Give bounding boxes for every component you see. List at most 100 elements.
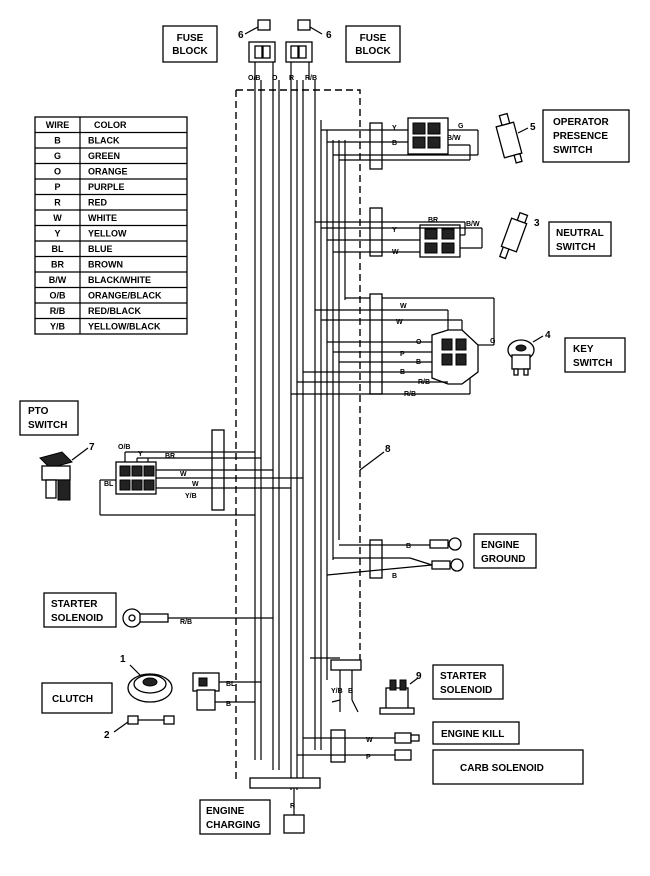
callout-fuse-right: 6 — [326, 30, 332, 41]
key-label-line1: KEY — [573, 344, 594, 355]
wire-tag-ops-g: G — [458, 123, 464, 130]
fuse-block-right-box — [345, 25, 401, 63]
neutral-label-line1: NEUTRAL — [556, 228, 604, 239]
color-table-cell-color: RED — [88, 198, 108, 208]
color-table-cell-wire: W — [53, 213, 62, 223]
engine-kill-label: ENGINE KILL — [441, 729, 504, 740]
engine-charging-box — [199, 799, 271, 835]
operator-presence-switch-box — [542, 109, 630, 163]
pto-label-line1: PTO — [28, 406, 49, 417]
starter-left-line2: SOLENOID — [51, 613, 103, 624]
fuse-block-left-box — [162, 25, 218, 63]
color-table-cell-wire: O — [54, 167, 61, 177]
color-table-cell-wire: G — [54, 151, 61, 161]
pto-switch-component — [39, 447, 89, 501]
wire-tag-pto-br: BR — [165, 453, 175, 460]
wire-tag-pto-ob: O/B — [118, 444, 130, 451]
wire-tag-key-o: O — [416, 339, 422, 346]
wire-tag-gnd-b1: B — [406, 543, 411, 550]
wire-tag-sol-b: B — [348, 688, 353, 695]
ops-label-line1: OPERATOR — [553, 117, 610, 128]
wire-tag-fuse-o: O — [272, 75, 278, 82]
callout-clutch: 1 — [120, 654, 126, 665]
engine-charging-line2: CHARGING — [206, 820, 261, 831]
key-switch-box — [564, 337, 626, 373]
wire-tag-ops-b: B — [392, 140, 397, 147]
bottom-harness-connector — [249, 777, 321, 789]
wire-tag-clutch-b: B — [226, 701, 231, 708]
wire-tag-chg-r: R — [290, 803, 295, 810]
wire-tag-neu-y: Y — [392, 227, 397, 234]
color-table-cell-color: ORANGE/BLACK — [88, 291, 162, 301]
color-table-cell-wire: Y/B — [50, 322, 66, 332]
color-table-cell-color: BLACK — [88, 136, 120, 146]
color-table-cell-color: BLUE — [88, 244, 113, 254]
charging-connector — [283, 814, 305, 834]
starter-solenoid-right-box — [432, 664, 504, 700]
starter-right-line1: STARTER — [440, 671, 487, 682]
starter-solenoid-component — [379, 677, 419, 715]
color-table-header-color: COLOR — [94, 120, 127, 130]
wire-tag-fuse-r: R — [289, 75, 294, 82]
wire-tag-key-p: P — [400, 351, 405, 358]
fuse-block-right-line1: FUSE — [360, 33, 387, 44]
operator-presence-connector — [321, 117, 479, 170]
engine-ground-line2: GROUND — [481, 554, 525, 565]
pto-switch-box — [19, 400, 79, 436]
carb-solenoid-label: CARB SOLENOID — [460, 763, 544, 774]
key-switch-component — [507, 335, 544, 376]
clutch-diode — [113, 715, 175, 733]
color-table-cell-wire: BL — [52, 244, 64, 254]
key-label-line2: SWITCH — [573, 358, 612, 369]
key-switch-connector — [291, 293, 495, 395]
wire-tag-neu-bw: B/W — [466, 221, 480, 228]
callout-starter-solenoid: 9 — [416, 671, 422, 682]
fuse-right — [297, 19, 311, 31]
wire-tag-pto-w2: W — [192, 481, 199, 488]
color-table-cell-wire: B — [54, 136, 61, 146]
callout-key-switch: 4 — [545, 330, 551, 341]
callout-harness: 8 — [385, 444, 391, 455]
neutral-switch-connector — [315, 207, 483, 258]
pto-label-line2: SWITCH — [28, 420, 67, 431]
wire-tag-pto-bl: BL — [104, 481, 114, 488]
carb-solenoid-box — [432, 749, 584, 785]
callout-clutch-diode: 2 — [104, 730, 110, 741]
color-table-cell-color: YELLOW/BLACK — [88, 322, 161, 332]
fuse-block-left-line1: FUSE — [177, 33, 204, 44]
wire-tag-fuse-ob: O/B — [248, 75, 260, 82]
wire-tag-clutch-bl: BL — [226, 681, 236, 688]
color-table-cell-wire: R — [54, 198, 61, 208]
color-table-cell-color: ORANGE — [88, 167, 128, 177]
clutch-connector — [192, 672, 261, 711]
starter-solenoid-left-box — [43, 592, 117, 628]
engine-ground-line1: ENGINE — [481, 540, 520, 551]
clutch-component — [127, 664, 173, 703]
color-table-cell-wire: B/W — [49, 275, 67, 285]
engine-kill-carb-connector — [297, 729, 420, 763]
engine-charging-line1: ENGINE — [206, 806, 245, 817]
neutral-switch-component — [498, 211, 529, 260]
callout-fuse-left: 6 — [238, 30, 244, 41]
engine-ground-box — [473, 533, 537, 569]
wire-tag-key-b1: B — [416, 359, 421, 366]
wire-tag-fuse-rb: R/B — [305, 75, 317, 82]
wire-tag-sol-yb: Y/B — [331, 688, 343, 695]
wire-tag-kill-w: W — [366, 737, 373, 744]
wire-tag-key-w1: W — [400, 303, 407, 310]
color-table-cell-color: WHITE — [88, 213, 117, 223]
solenoid-connector — [310, 657, 362, 713]
color-table-cell-color: GREEN — [88, 151, 120, 161]
ops-label-line3: SWITCH — [553, 145, 592, 156]
wire-tag-ops-y: Y — [392, 125, 397, 132]
color-table-cell-color: BROWN — [88, 260, 123, 270]
engine-kill-box — [432, 721, 520, 745]
wire-tag-neu-w: W — [392, 249, 399, 256]
clutch-box — [41, 682, 113, 714]
ops-label-line2: PRESENCE — [553, 131, 608, 142]
wire-tag-carb-p: P — [366, 754, 371, 761]
wire-tag-pto-w1: W — [180, 471, 187, 478]
operator-presence-switch-component — [495, 112, 529, 164]
